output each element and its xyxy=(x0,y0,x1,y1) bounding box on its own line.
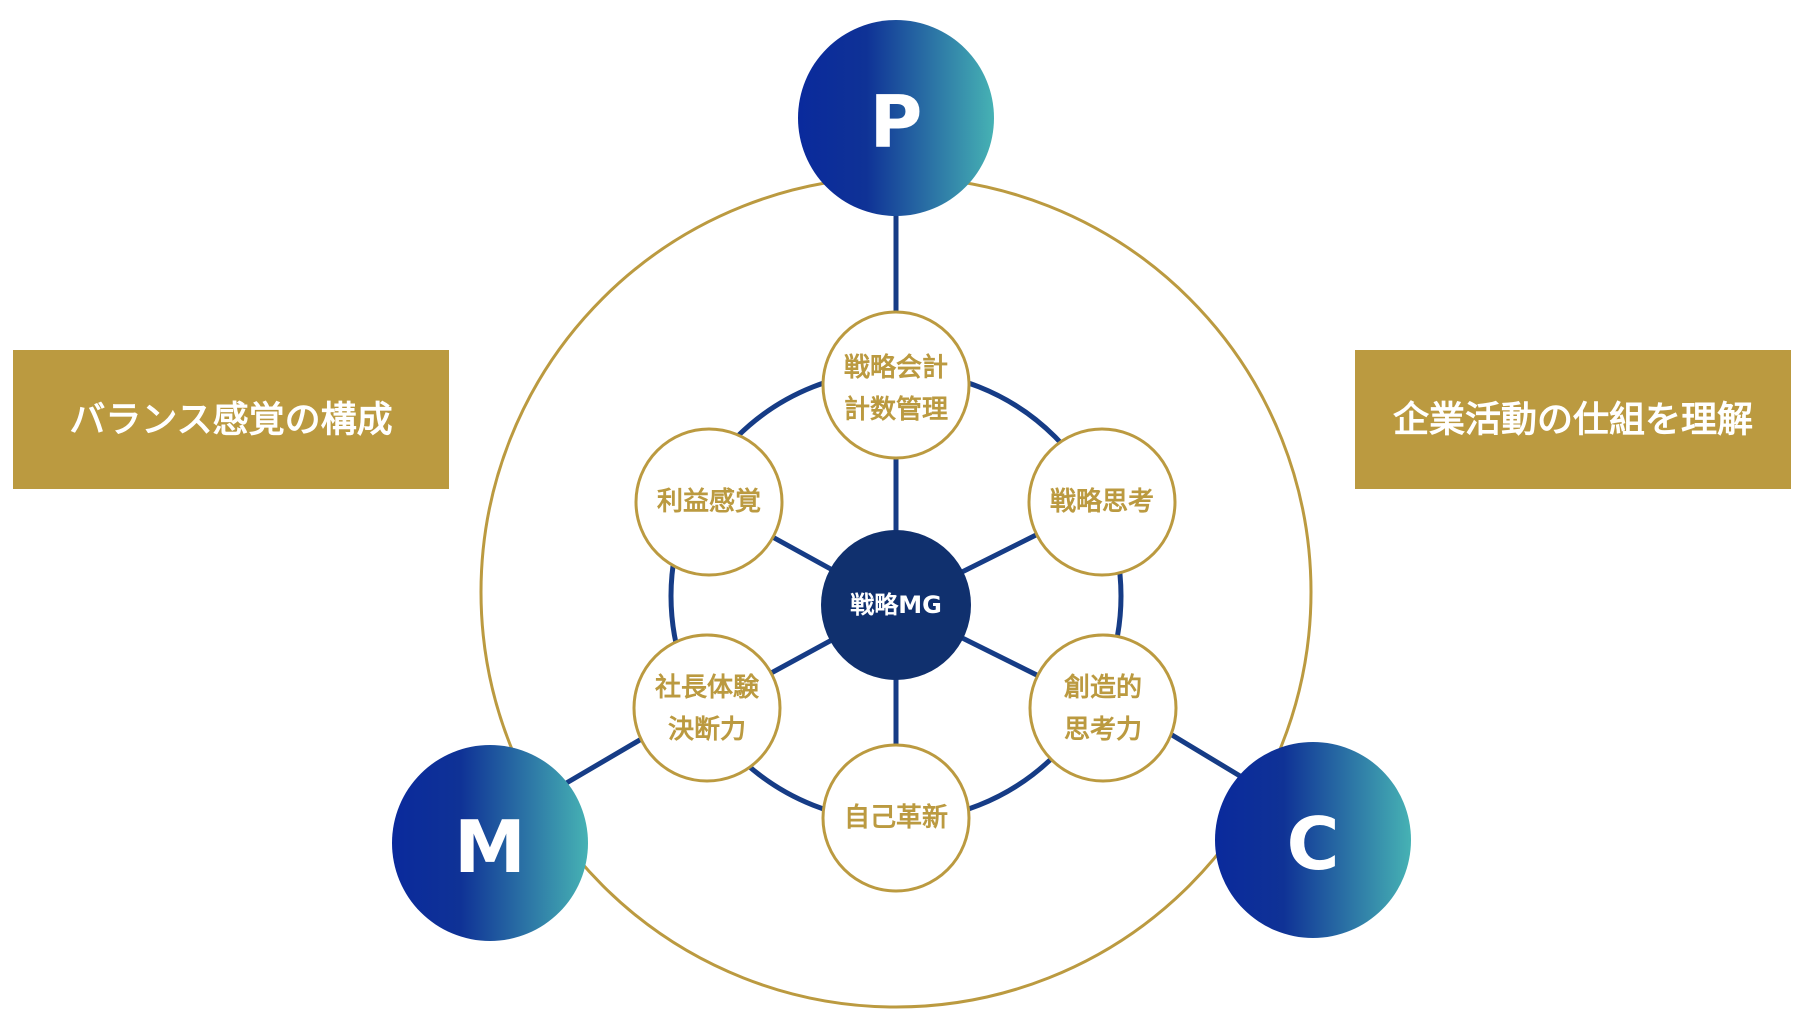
line-c-to-lower-right-node xyxy=(1169,732,1243,779)
center-node: 戦略MG xyxy=(821,530,971,680)
inner-node-lower-left-line2: 決断力 xyxy=(668,714,746,745)
inner-node-top-line2: 計数管理 xyxy=(844,394,948,425)
inner-node-lower-left-line1: 社長体験 xyxy=(655,672,760,703)
outer-node-m-label: M xyxy=(454,805,526,889)
outer-node-p-label: P xyxy=(870,80,923,164)
right-label-text: 企業活動の仕組を理解 xyxy=(1393,399,1753,441)
inner-node-top: 戦略会計 計数管理 xyxy=(821,310,971,460)
outer-node-c-label: C xyxy=(1287,802,1340,886)
inner-node-lower-right-line1: 創造的 xyxy=(1064,672,1142,703)
inner-node-top-circle xyxy=(821,310,971,460)
right-label-bg xyxy=(1355,350,1791,489)
inner-node-bottom: 自己革新 xyxy=(821,743,971,893)
outer-node-m: M xyxy=(392,745,588,941)
inner-node-upper-left-line1: 利益感覚 xyxy=(657,487,761,517)
center-node-circle xyxy=(821,530,971,680)
outer-node-p: P xyxy=(798,20,994,216)
left-label-bg xyxy=(13,350,449,489)
outer-node-m-circle xyxy=(392,745,588,941)
inner-node-lower-left: 社長体験 決断力 xyxy=(632,633,782,783)
outer-node-p-circle xyxy=(798,20,994,216)
inner-node-lower-left-circle xyxy=(632,633,782,783)
inner-node-upper-right: 戦略思考 xyxy=(1027,427,1177,577)
inner-node-bottom-circle xyxy=(821,743,971,893)
center-node-label: 戦略MG xyxy=(850,591,942,619)
inner-node-lower-right-line2: 思考力 xyxy=(1064,715,1142,745)
left-label-text: バランス感覚の構成 xyxy=(69,400,392,441)
outer-node-c-circle xyxy=(1215,742,1411,938)
inner-node-upper-right-line1: 戦略思考 xyxy=(1050,486,1154,517)
inner-node-lower-right-circle xyxy=(1028,633,1178,783)
inner-node-top-line1: 戦略会計 xyxy=(844,352,948,383)
inner-node-lower-right: 創造的 思考力 xyxy=(1028,633,1178,783)
line-m-to-lower-left-node xyxy=(560,731,653,788)
inner-node-upper-left: 利益感覚 xyxy=(634,427,784,577)
inner-node-upper-left-circle xyxy=(634,427,784,577)
inner-node-upper-right-circle xyxy=(1027,427,1177,577)
inner-node-bottom-line1: 自己革新 xyxy=(844,802,948,833)
left-label-box: バランス感覚の構成 xyxy=(13,350,449,489)
right-label-box: 企業活動の仕組を理解 xyxy=(1355,350,1791,489)
outer-node-c: C xyxy=(1215,742,1411,938)
connector-lines xyxy=(560,197,1243,788)
